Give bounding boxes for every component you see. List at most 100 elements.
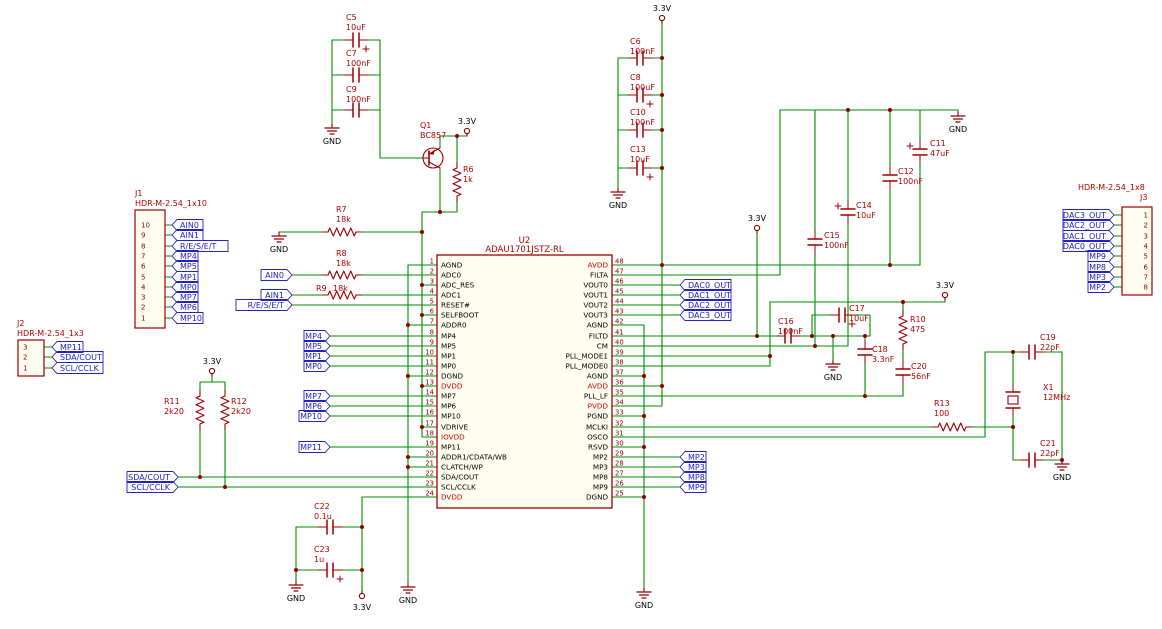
net-label-sdacout: SDA/COUT [126,471,179,483]
net-label-outline [303,360,331,372]
junction-dot [406,465,410,469]
power-flag-circle [358,592,366,600]
ic-pin-number: 38 [615,359,624,367]
net-label-outline [171,312,204,324]
component-ref: C19 [1040,333,1056,342]
net-label-outline [51,351,104,363]
connector-J3: HDR-M-2.54_1x8J31DAC3_OUT2DAC2_OUT3DAC1_… [1062,183,1153,296]
gnd-flag: GND [323,123,341,146]
net-label-mp4: MP4 [303,330,331,342]
net-label-text: MP3 [1089,273,1106,282]
net-label-outline [298,410,331,422]
component-ref: C21 [1040,439,1056,448]
resistor-body [322,290,362,300]
ic-pin-name: MP3 [593,463,608,472]
net-label-text: MP6 [180,303,197,312]
component-value: 1k [463,175,473,184]
ic-pin-name: AVDD [588,382,609,391]
ic-pin-name: MP10 [441,412,461,421]
component-value: 100nF [824,241,849,250]
connector-value: HDR-M-2.54_1x8 [1078,183,1145,192]
junction-dot [755,334,759,338]
net-label-text: MP9 [688,483,705,492]
ic-pin-number: 18 [425,430,434,438]
component-ref: C10 [630,108,646,117]
connector-pin-number: 2 [141,304,145,312]
component-value: 100nF [346,59,371,68]
component-value: 100nF [898,177,923,186]
gnd-flag: GND [949,111,967,134]
ic-pin-name: AGND [587,372,609,381]
ic-pin-number: 37 [615,369,624,377]
net-label-outline [126,471,179,483]
net-label-outline [171,250,199,262]
junction-dot [406,323,410,327]
net-label-text: MP11 [60,343,82,352]
power-flag-text: 3.3V [458,117,477,126]
power-flag-3v3: 3.3V [748,214,767,234]
ic-pin-number: 8 [430,329,434,337]
connector-pin-number: 7 [1144,274,1148,282]
net-label-text: MP10 [300,412,322,421]
ic-pin-name: RESET# [441,301,470,310]
net-label-text: MP0 [305,362,322,371]
gnd-flag-text: GND [635,601,653,610]
resistor-body [322,227,362,237]
component-value: 47uF [930,149,950,158]
gnd-flag: GND [287,580,305,603]
connector-pin-number: 6 [141,263,146,271]
component-ref: R11 [164,397,180,406]
ic-pin-name: PVDD [588,402,609,411]
ic-pin-number: 6 [430,308,434,316]
gnd-flag-text: GND [824,373,842,382]
gnd-flag: GND [635,587,653,610]
junction-dot [642,414,646,418]
junction-dot [901,300,905,304]
ic-pin-name: VOUT0 [583,281,608,290]
net-label-text: MP2 [688,453,705,462]
ic-pin-name: MP1 [441,352,456,361]
net-label-mp0: MP0 [303,360,331,372]
gnd-flag: GND [824,359,842,382]
power-flag-3v3: 3.3V [653,4,672,24]
ic-pin-number: 31 [615,430,624,438]
net-label-ain0: AIN0 [260,269,293,281]
ic-pin-number: 35 [615,389,624,397]
net-label-text: MP7 [305,392,322,401]
net-label-ain1: AIN1 [260,289,293,301]
ic-pin-name: DGND [441,372,463,381]
gnd-flag: GND [609,187,627,210]
connector-ref: J3 [1139,193,1147,202]
ic-pin-name: IOVDD [441,433,465,442]
net-label-dac3out: DAC3_OUT [679,309,732,321]
ic-pin-number: 9 [430,339,434,347]
gnd-flag: GND [1053,459,1071,482]
component-ref: R10 [910,315,926,324]
ic-pin-name: VOUT1 [583,291,608,300]
component-value: 18k [336,215,351,224]
ic-pin-name: DVDD [441,382,463,391]
ic-pin-name: PLL_MODE1 [566,352,608,361]
component-ref: C23 [314,545,330,554]
ic-pin-number: 14 [425,389,434,397]
net-label-outline [679,289,732,301]
net-label-text: MP5 [305,342,322,351]
emitter-arrow [429,149,435,155]
ic-pin-name: MCLKI [586,423,608,432]
junction-dot [420,425,424,429]
ic-pin-number: 40 [615,339,624,347]
ic-pin-name: MP5 [441,342,456,351]
component-value: 100 [934,409,949,418]
connector-pin-number: 1 [23,365,27,373]
connector-pin-number: 1 [1144,212,1148,220]
net-label-text: MP7 [180,293,197,302]
net-label-text: DAC3_OUT [688,311,731,320]
net-label-mp6: MP6 [303,400,331,412]
